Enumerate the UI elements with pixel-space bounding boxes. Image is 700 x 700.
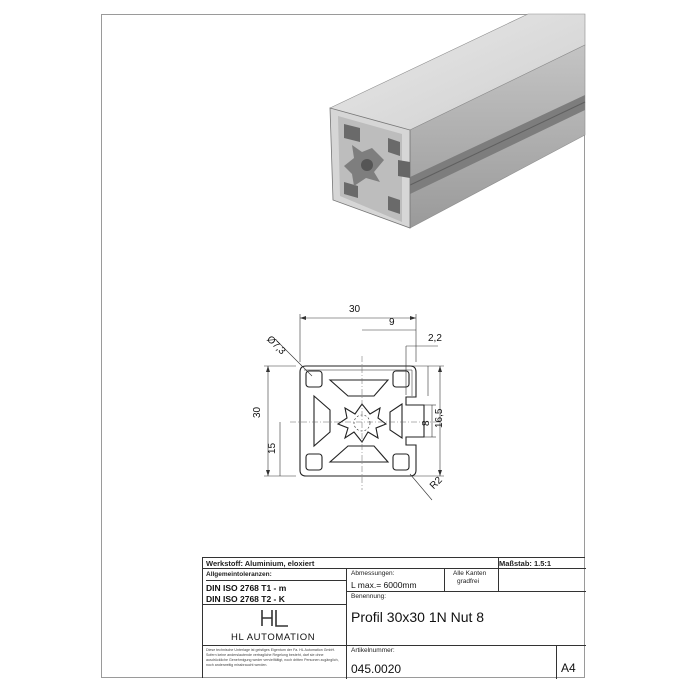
tolerance-2: DIN ISO 2768 T2 - K [206, 594, 285, 604]
length-text: L max.= 6000mm [351, 580, 417, 590]
article-number: 045.0020 [351, 662, 402, 676]
center-bore [336, 403, 388, 443]
drawing-sheet [101, 14, 585, 678]
benennung-label: Benennung: [351, 593, 387, 600]
corner-hole-tr [392, 370, 410, 388]
kanten-line1: Alle Kanten [453, 570, 487, 577]
dim-slot-gap: 2,2 [428, 333, 442, 344]
corner-hole-bl [305, 453, 323, 471]
dim-slot-depth: 16,5 [434, 408, 445, 428]
corner-hole-br [392, 453, 410, 471]
dim-height-left: 30 [252, 406, 263, 418]
dim-slot-width: 8 [421, 420, 432, 426]
article-label: Artikelnummer: [351, 647, 395, 654]
material-text: Werkstoff: Aluminium, eloxiert [206, 559, 315, 568]
title-block: Werkstoff: Aluminium, eloxiert Maßstab: … [202, 557, 586, 679]
sheet-format: A4 [561, 661, 576, 675]
dim-half-height: 15 [267, 442, 278, 454]
tolerance-1: DIN ISO 2768 T1 - m [206, 583, 287, 593]
kanten-line2: gradfrei [457, 578, 480, 585]
company-name: HL AUTOMATION [231, 632, 316, 643]
abmessungen-label: Abmessungen: [351, 570, 395, 577]
scale-text: Maßstab: 1.5:1 [499, 559, 552, 568]
tolerances-label: Allgemeintoleranzen: [206, 571, 272, 578]
hl-logo-icon [261, 610, 288, 627]
profile-name: Profil 30x30 1N Nut 8 [351, 609, 485, 625]
profile-slot-groove [408, 95, 585, 195]
corner-hole-tl [305, 370, 323, 388]
dim-width-top: 30 [349, 304, 361, 315]
copyright-notice: Diese technische Unterlage ist geistiges… [206, 648, 339, 667]
dim-slot-offset: 9 [389, 317, 395, 328]
section-outline [299, 365, 425, 477]
